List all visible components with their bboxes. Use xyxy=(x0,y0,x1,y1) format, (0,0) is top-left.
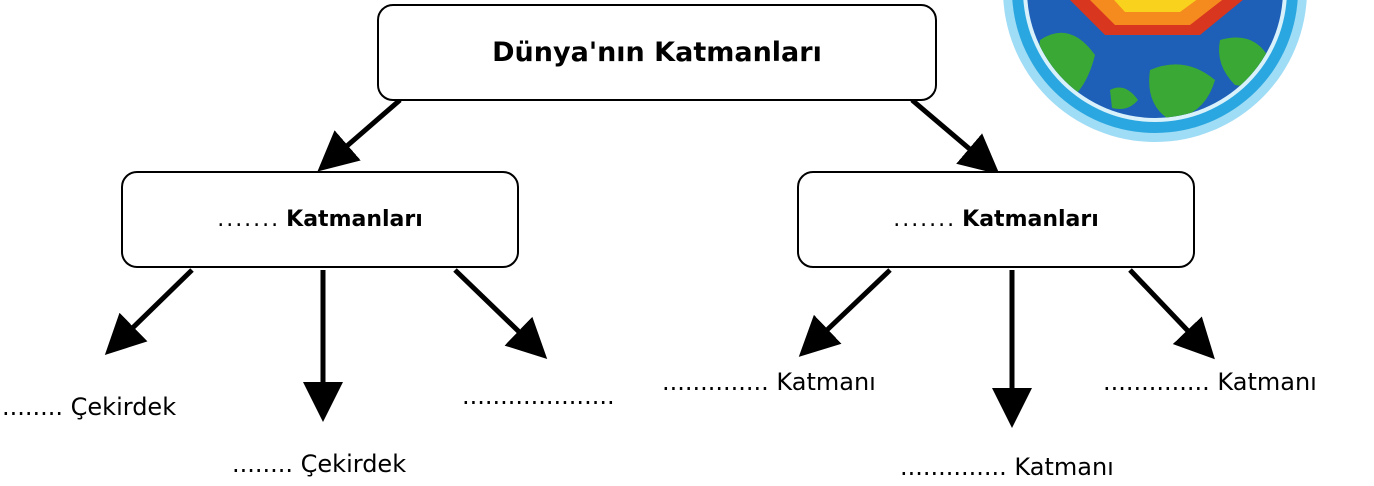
arrow-root-left xyxy=(317,98,402,172)
arrow-left-1 xyxy=(104,268,194,355)
right-category-label: Katmanları xyxy=(962,207,1099,232)
right-category-node: ....... Katmanları xyxy=(797,171,1195,268)
arrow-root-right xyxy=(910,98,1000,175)
right-leaf-2: .............. Katmanı xyxy=(900,453,1114,481)
arrow-right-1 xyxy=(798,268,892,357)
root-node: Dünya'nın Katmanları xyxy=(377,4,937,101)
left-leaf-1: ........ Çekirdek xyxy=(2,393,177,421)
right-category-blank: ....... xyxy=(893,207,957,232)
root-title: Dünya'nın Katmanları xyxy=(492,37,822,68)
left-leaf-3: .................... xyxy=(462,382,615,410)
left-category-label: Katmanları xyxy=(286,207,423,232)
left-category-node: ....... Katmanları xyxy=(121,171,519,268)
arrow-right-3 xyxy=(1128,268,1215,360)
earth-layers-icon xyxy=(1003,0,1307,142)
right-leaf-3: .............. Katmanı xyxy=(1103,368,1317,396)
right-leaf-1: .............. Katmanı xyxy=(662,368,876,396)
arrow-left-3 xyxy=(453,268,548,359)
left-leaf-2: ........ Çekirdek xyxy=(232,450,407,478)
left-category-blank: ....... xyxy=(217,207,281,232)
